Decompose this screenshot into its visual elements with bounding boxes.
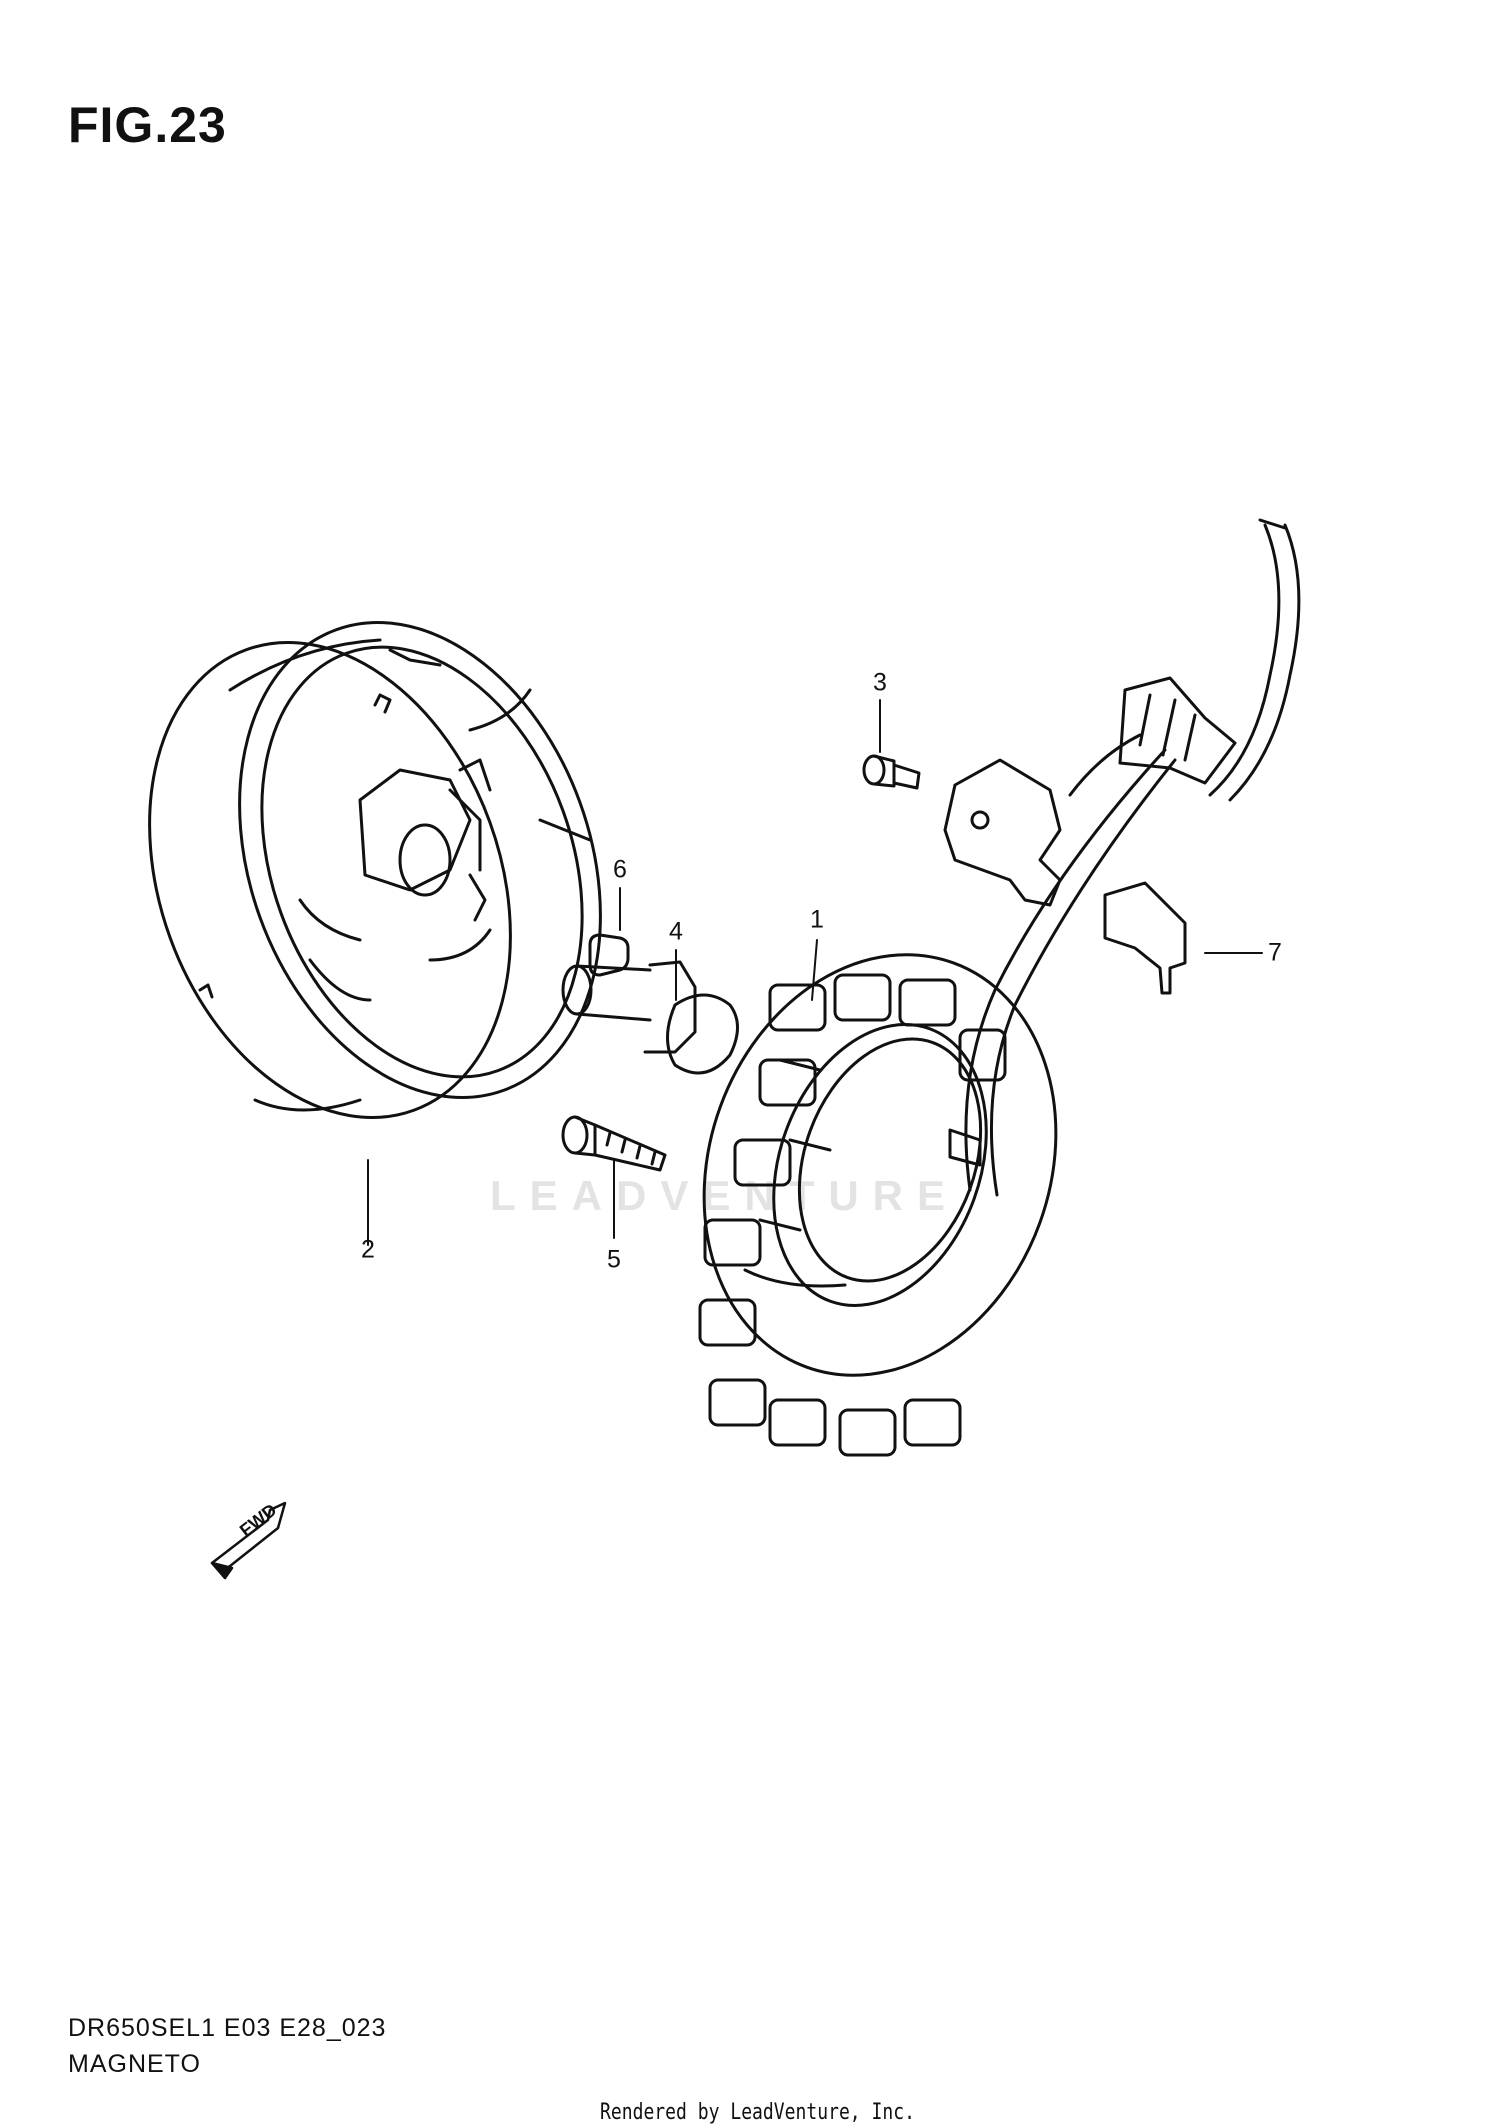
screw-drawing <box>862 754 921 790</box>
callout-6: 6 <box>613 855 627 884</box>
leader-line-1 <box>811 939 818 1001</box>
watermark-text: LEADVENTURE <box>490 1172 960 1219</box>
rendered-by-credit: Rendered by LeadVenture, Inc. <box>600 2100 915 2125</box>
stator-drawing <box>698 953 1058 1457</box>
section-name: MAGNETO <box>68 2050 201 2078</box>
rotor-bolt-drawing <box>561 960 739 1075</box>
callout-7: 7 <box>1268 938 1282 967</box>
pickup-coil-drawing <box>943 758 1062 907</box>
callout-1: 1 <box>810 905 824 934</box>
fwd-arrow-icon <box>210 1501 287 1580</box>
callout-5: 5 <box>607 1245 621 1274</box>
key-drawing <box>588 933 630 977</box>
clamp-drawing <box>1103 881 1187 995</box>
wire-harness-drawing <box>964 518 1301 1197</box>
callout-4: 4 <box>669 917 683 946</box>
callout-2: 2 <box>361 1235 375 1264</box>
callout-3: 3 <box>873 668 887 697</box>
rotor-drawing <box>148 621 602 1119</box>
figure-title: FIG.23 <box>68 97 227 153</box>
leader-lines <box>367 699 1263 1246</box>
bolt-drawing <box>561 1115 667 1172</box>
model-code: DR650SEL1 E03 E28_023 <box>68 2014 387 2042</box>
